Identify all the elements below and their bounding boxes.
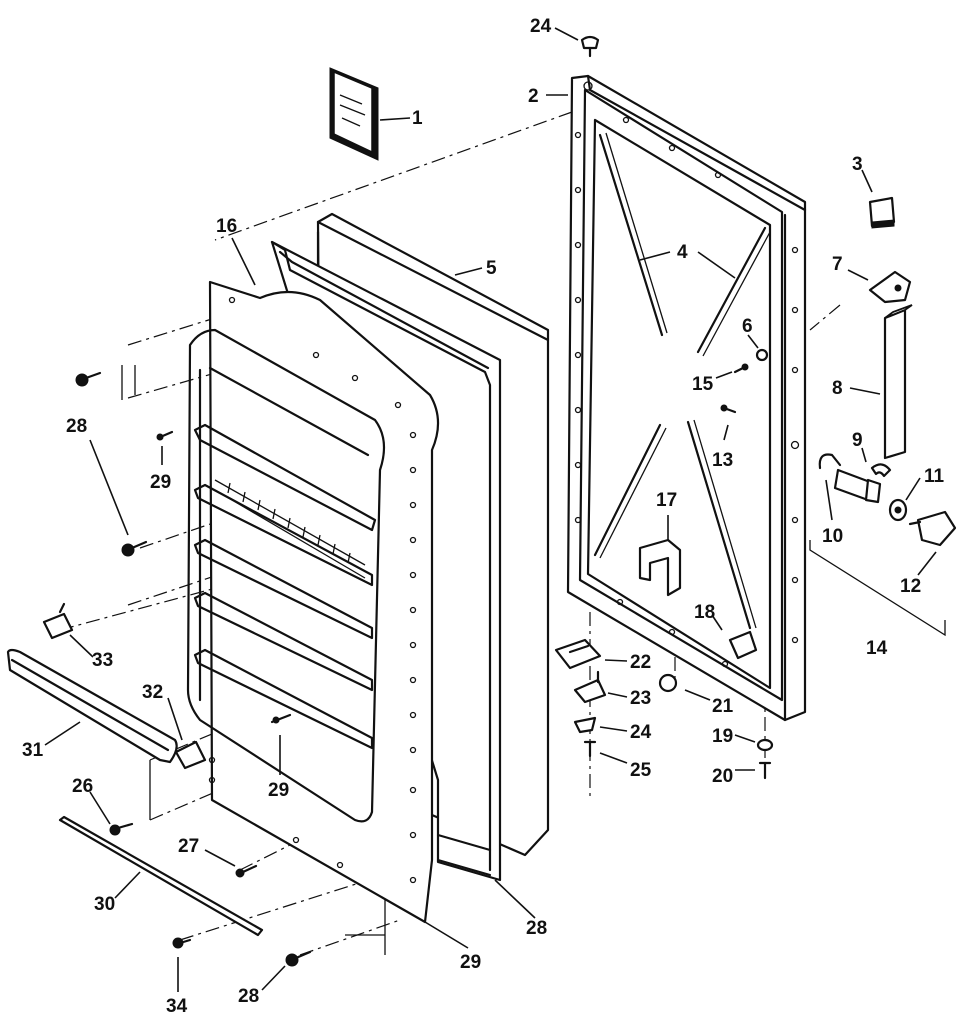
callout-29-bottom: 29 — [460, 952, 481, 973]
callout-15: 15 — [692, 374, 714, 395]
callout-31: 31 — [22, 740, 44, 761]
callout-29-upper: 29 — [150, 472, 171, 493]
leader-lines — [44, 27, 937, 992]
part-23-bracket — [573, 670, 607, 704]
frame-screw-holes — [574, 81, 800, 668]
part-20-screw — [758, 761, 772, 780]
callout-28-right: 28 — [526, 918, 547, 939]
part-14-bracket-line — [809, 540, 946, 637]
part-24-top-plug — [580, 35, 600, 58]
part-27-screw — [235, 864, 258, 878]
part-30-rod — [58, 815, 264, 937]
part-11-washer — [888, 498, 908, 522]
callout-34: 34 — [166, 996, 188, 1017]
callout-13: 13 — [712, 450, 733, 471]
part-6-nut — [755, 348, 769, 362]
part-31-handle — [6, 648, 178, 764]
part-24-lower-plug — [573, 716, 597, 734]
callout-17: 17 — [656, 490, 677, 511]
callout-25: 25 — [630, 760, 652, 781]
callout-27: 27 — [178, 836, 199, 857]
part-28-screw-bottom — [285, 950, 312, 967]
callout-2: 2 — [528, 86, 539, 107]
part-17-block — [638, 538, 682, 597]
callout-33: 33 — [92, 650, 113, 671]
callout-14: 14 — [866, 638, 888, 659]
callout-24-upper: 24 — [530, 16, 552, 37]
callout-29-middle: 29 — [268, 780, 289, 801]
part-28-screw-lower — [121, 540, 148, 557]
callout-5: 5 — [486, 258, 497, 279]
callout-32: 32 — [142, 682, 163, 703]
part-28-screw-upper — [75, 371, 102, 387]
callout-26: 26 — [72, 776, 93, 797]
callout-16: 16 — [216, 216, 237, 237]
liner-screw-holes — [208, 296, 417, 884]
callout-4: 4 — [677, 242, 688, 263]
callout-8: 8 — [832, 378, 843, 399]
part-29-screw-middle — [270, 713, 292, 724]
callout-19: 19 — [712, 726, 733, 747]
part-1-booklet — [329, 67, 379, 161]
part-29-screw-upper — [156, 430, 174, 441]
callout-3: 3 — [852, 154, 863, 175]
part-7-latch-bracket — [868, 270, 912, 304]
callout-23: 23 — [630, 688, 651, 709]
part-18-clip — [728, 630, 758, 660]
callout-12: 12 — [900, 576, 921, 597]
callout-7: 7 — [832, 254, 843, 275]
callout-28-bottom: 28 — [238, 986, 259, 1007]
part-19-washer — [756, 738, 774, 752]
callout-18: 18 — [694, 602, 715, 623]
part-26-screw — [109, 822, 134, 836]
part-10-latch-hook — [818, 453, 882, 504]
callout-1: 1 — [412, 108, 423, 129]
part-21-plug — [658, 673, 678, 693]
part-2-outer-door — [566, 74, 807, 722]
part-32-end-cap — [174, 740, 207, 770]
part-33-clip — [42, 602, 74, 640]
part-13-screw — [720, 404, 737, 414]
callout-20: 20 — [712, 766, 733, 787]
part-8-latch-bar — [883, 304, 913, 460]
part-12-key — [908, 510, 957, 547]
part-4-braces — [593, 132, 771, 630]
callout-labels: 1 2 3 4 5 6 7 8 9 10 11 12 13 14 15 16 1… — [22, 16, 945, 1017]
part-3-pad — [868, 196, 896, 229]
callout-6: 6 — [742, 316, 753, 337]
callout-22: 22 — [630, 652, 651, 673]
part-25-screw — [583, 740, 597, 758]
callout-30: 30 — [94, 894, 115, 915]
part-16-door-liner — [186, 280, 440, 924]
callout-9: 9 — [852, 430, 863, 451]
callout-24-lower: 24 — [630, 722, 652, 743]
callout-10: 10 — [822, 526, 843, 547]
part-15-screw — [733, 363, 749, 374]
part-34-screw — [172, 937, 192, 949]
part-22-hinge — [554, 638, 602, 670]
ribbed-grille — [214, 479, 366, 579]
callout-28-left: 28 — [66, 416, 87, 437]
callout-21: 21 — [712, 696, 734, 717]
callout-11: 11 — [924, 466, 945, 487]
part-9-clip — [870, 463, 892, 478]
